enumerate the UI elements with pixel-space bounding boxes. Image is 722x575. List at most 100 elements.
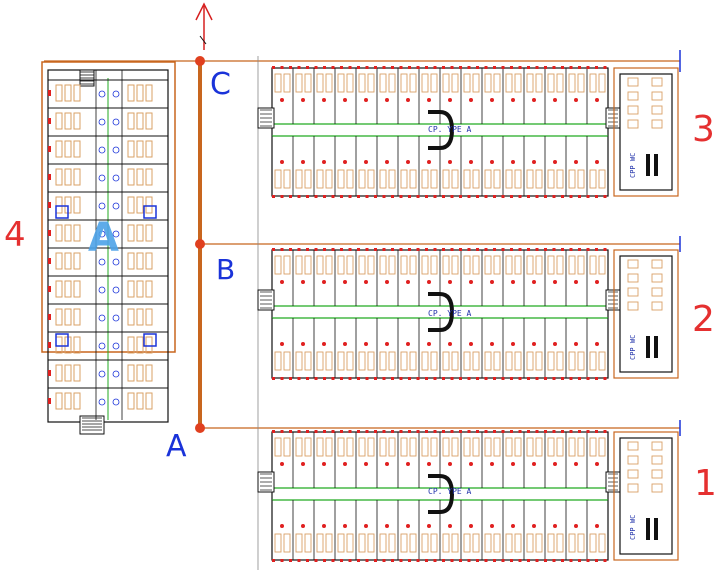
bed [442, 73, 450, 93]
window-mark [391, 66, 394, 69]
bed [514, 169, 522, 189]
bed [295, 169, 303, 189]
bed [388, 255, 396, 275]
window-mark [399, 430, 403, 433]
red-mark [280, 524, 284, 528]
bed [589, 73, 597, 93]
window-mark [365, 430, 369, 433]
bed [358, 437, 366, 457]
bed [547, 351, 555, 371]
bed [472, 351, 480, 371]
window-mark [357, 248, 360, 251]
window-mark [459, 248, 462, 251]
red-mark [343, 160, 347, 164]
window-mark [552, 430, 556, 433]
bed [379, 437, 387, 457]
red-mark [511, 524, 515, 528]
window-mark [331, 248, 335, 251]
bed [505, 533, 513, 553]
bed [514, 351, 522, 371]
bed [346, 533, 354, 553]
bed [346, 73, 354, 93]
window-mark [493, 195, 496, 198]
red-mark [385, 98, 389, 102]
window-mark [399, 377, 403, 380]
window-mark [331, 559, 335, 562]
wc-fixture [627, 273, 639, 283]
bed [430, 169, 438, 189]
bed [598, 533, 606, 553]
red-mark [385, 160, 389, 164]
bed [136, 336, 144, 354]
bed [400, 255, 408, 275]
bed [598, 169, 606, 189]
red-mark [469, 280, 473, 284]
bed [145, 168, 153, 186]
window-mark [340, 559, 343, 562]
window-mark [348, 559, 352, 562]
bed [64, 168, 72, 186]
window-mark [365, 195, 369, 198]
bed [73, 112, 81, 130]
bed [136, 112, 144, 130]
bed [127, 336, 135, 354]
bed [598, 73, 606, 93]
wc-fixture [651, 455, 663, 465]
window-mark [450, 559, 454, 562]
window-mark [280, 430, 284, 433]
window-mark [382, 248, 386, 251]
window-mark [425, 248, 428, 251]
bed [304, 351, 312, 371]
door-swing [112, 90, 120, 98]
red-mark [469, 160, 473, 164]
red-mark [427, 462, 431, 466]
wc-partition [654, 154, 658, 176]
bed [430, 351, 438, 371]
window-mark [561, 377, 564, 380]
bed [514, 73, 522, 93]
red-mark [532, 462, 536, 466]
window-mark [306, 248, 309, 251]
bed [64, 84, 72, 102]
bed [484, 351, 492, 371]
window-mark [501, 195, 505, 198]
bed [409, 255, 417, 275]
bed [325, 169, 333, 189]
bed [295, 255, 303, 275]
window-mark [493, 430, 496, 433]
bed [379, 533, 387, 553]
window-mark [518, 377, 522, 380]
bed [127, 252, 135, 270]
bed [400, 437, 408, 457]
bed [145, 112, 153, 130]
window-mark [595, 248, 598, 251]
window-mark [306, 195, 309, 198]
bed [568, 437, 576, 457]
red-mark [322, 462, 326, 466]
building-left-walls [47, 69, 169, 423]
window-mark [348, 377, 352, 380]
bed [274, 73, 282, 93]
door-swing [112, 398, 120, 406]
red-mark [280, 98, 284, 102]
wc-fixture [651, 77, 663, 87]
bed [430, 255, 438, 275]
bed [526, 533, 534, 553]
window-mark [425, 377, 428, 380]
bed [547, 437, 555, 457]
window-mark [399, 195, 403, 198]
bed [409, 437, 417, 457]
bed [73, 392, 81, 410]
window-mark [518, 195, 522, 198]
bed [55, 196, 63, 214]
bed [577, 169, 585, 189]
bed [598, 437, 606, 457]
bed [472, 437, 480, 457]
window-mark [323, 195, 326, 198]
bed [337, 437, 345, 457]
wc-fixture [627, 483, 639, 493]
building-label-3: 3 [692, 109, 715, 150]
red-mark [448, 160, 452, 164]
window-mark [399, 248, 403, 251]
window-mark [467, 559, 471, 562]
